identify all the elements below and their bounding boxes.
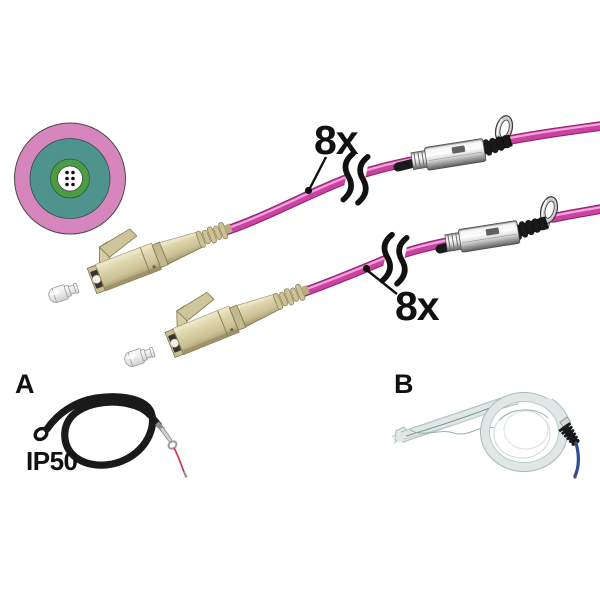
callout-8x-bottom: 8x: [395, 283, 440, 329]
pulling-sock-neck-edge: [551, 398, 569, 419]
variant-a-label: A: [15, 369, 35, 399]
pull-wire-blue: [573, 441, 581, 478]
variant-a-cable: [43, 393, 156, 469]
pulling-sock-loop-edge: [489, 401, 559, 463]
cable-top-tail-highlight: [508, 123, 600, 140]
cable-bottom-tail-highlight: [551, 206, 600, 218]
cable-top: 8x: [223, 113, 600, 235]
variant-b-label: B: [394, 369, 414, 399]
callout-dot-top: [304, 186, 313, 195]
cable-top-highlight: [226, 152, 438, 230]
variant-a-pigtail-tip: [182, 471, 188, 478]
cable-bottom: 8x: [299, 194, 600, 329]
fiber-dot: [65, 176, 69, 181]
cable-top-tail-jacket: [506, 122, 600, 144]
fiber-cross-section: [14, 122, 126, 235]
variant-b: B: [391, 369, 581, 479]
crimp-sleeve-bottom: [443, 219, 521, 256]
ip50-label: IP50: [26, 446, 78, 476]
crimp-sleeve-top: [409, 137, 487, 174]
cable-bottom-jacket: [300, 238, 452, 296]
fiber-dot: [65, 170, 69, 175]
pulling-sock-loop-strand: [503, 410, 549, 450]
fiber-dot: [71, 182, 75, 187]
callout-dot-bottom: [362, 264, 371, 273]
fiber-dot: [71, 176, 75, 181]
variant-a: A IP50: [15, 369, 188, 478]
pulling-sock-loop-strand: [499, 409, 549, 421]
cable-bottom-highlight: [302, 238, 450, 292]
dust-cap-top: [46, 280, 81, 305]
cross-section-core: [57, 165, 83, 192]
fiber-dot: [65, 182, 69, 187]
callout-8x-top: 8x: [314, 117, 359, 163]
pull-wire-tip: [573, 475, 577, 479]
leader-line-top: [308, 156, 328, 189]
leader-line-bottom: [367, 270, 398, 295]
variant-b-boot: [558, 422, 580, 447]
cable-bottom-tail-jacket: [549, 205, 600, 222]
dust-cap-bottom: [122, 344, 157, 369]
lc-connector-bottom: [156, 256, 314, 359]
variant-a-ferrule: [160, 427, 172, 442]
variant-a-pigtail: [173, 447, 185, 473]
fiber-dot: [71, 170, 75, 175]
fiber-dots: [65, 170, 75, 187]
